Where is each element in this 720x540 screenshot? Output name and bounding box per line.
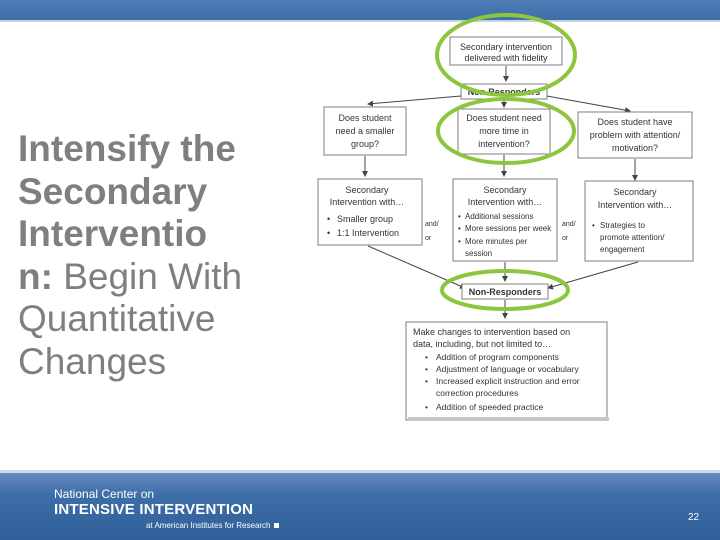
andor-1-line1: and/	[425, 221, 439, 228]
q-left-3: group?	[351, 139, 379, 149]
changes-box-shadow	[408, 417, 609, 421]
option-box-left	[317, 178, 423, 246]
opt-mid-head-2: Intervention with…	[468, 197, 543, 207]
changes-bullet-3: •	[425, 376, 428, 386]
andor-2-line1: and/	[562, 221, 576, 228]
opt-left-head-2: Intervention with…	[330, 197, 405, 207]
andor-2-line2: or	[562, 235, 569, 242]
footer-org-line2: INTENSIVE INTERVENTION	[54, 501, 254, 518]
page-number: 22	[688, 512, 700, 523]
changes-item-3: Increased explicit instruction and error	[436, 376, 580, 386]
q-right-3: motivation?	[612, 143, 658, 153]
changes-item-4: correction procedures	[436, 388, 518, 398]
fidelity-line2: delivered with fidelity	[464, 53, 548, 63]
arrow-to-right-question	[546, 95, 631, 114]
q-mid-3: intervention?	[478, 139, 530, 149]
changes-item-1: Addition of program components	[436, 352, 559, 362]
changes-head-2: data, including, but not limited to…	[413, 339, 551, 349]
question-box-mid	[457, 108, 551, 155]
changes-head-1: Make changes to intervention based on	[413, 327, 570, 337]
opt-mid-bullet-2: •	[458, 224, 461, 233]
highlight-ring-fidelity	[435, 13, 577, 97]
opt-right-bullet-1: •	[592, 221, 595, 230]
footer-bar	[0, 470, 720, 540]
opt-right-item-2: promote attention/	[600, 233, 665, 242]
andor-1-line2: or	[425, 235, 432, 242]
non-responders-label-2: Non-Responders	[469, 287, 542, 297]
question-box-right	[577, 111, 693, 159]
q-left-2: need a smaller	[335, 126, 394, 136]
opt-mid-item-4: session	[465, 249, 492, 258]
header-divider	[0, 20, 720, 22]
opt-mid-bullet-3: •	[458, 237, 461, 246]
changes-item-5: Addition of speeded practice	[436, 402, 544, 412]
slide-title-regular: Begin With Quantitative Changes	[18, 255, 243, 382]
opt-left-bullet-1: •	[327, 214, 330, 224]
q-right-2: problem with attention/	[590, 130, 681, 140]
question-box-left	[323, 106, 407, 156]
arrow-to-left-question	[367, 95, 462, 107]
header-bar	[0, 0, 720, 20]
opt-left-head-1: Secondary	[345, 185, 389, 195]
opt-mid-bullet-1: •	[458, 212, 461, 221]
changes-box	[405, 321, 608, 421]
highlight-ring-more-time	[436, 97, 576, 165]
opt-left-item-1: Smaller group	[337, 214, 393, 224]
opt-right-head-1: Secondary	[613, 187, 657, 197]
highlight-ring-non-responders	[440, 269, 570, 311]
changes-bullet-1: •	[425, 352, 428, 362]
option-box-mid	[452, 178, 558, 262]
opt-mid-head-1: Secondary	[483, 185, 527, 195]
opt-mid-item-3: More minutes per	[465, 237, 528, 246]
option-box-right	[584, 180, 694, 262]
opt-mid-item-1: Additional sessions	[465, 212, 533, 221]
square-icon	[273, 523, 279, 528]
slide-title: Intensify the Secondary Interventio n: B…	[18, 128, 248, 383]
changes-bullet-2: •	[425, 364, 428, 374]
changes-item-2: Adjustment of language or vocabulary	[436, 364, 579, 374]
q-right-1: Does student have	[597, 117, 672, 127]
opt-right-item-3: engagement	[600, 245, 645, 254]
opt-mid-item-2: More sessions per week	[465, 224, 552, 233]
footer-org-line3: at American Institutes for Research	[146, 521, 279, 530]
opt-right-item-1: Strategies to	[600, 221, 645, 230]
opt-left-item-2: 1:1 Intervention	[337, 228, 399, 238]
non-responders-label-1: Non-Responders	[468, 87, 541, 97]
fidelity-line1: Secondary intervention	[460, 42, 552, 52]
q-mid-1: Does student need	[466, 113, 542, 123]
arrow-converge-right	[547, 261, 639, 290]
changes-bullet-5: •	[425, 402, 428, 412]
opt-left-bullet-2: •	[327, 228, 330, 238]
footer-org-line1: National Center on	[54, 487, 155, 501]
slide-title-bold: Intensify the Secondary Interventio n:	[18, 128, 236, 297]
q-mid-2: more time in	[479, 126, 529, 136]
opt-right-head-2: Intervention with…	[598, 200, 673, 210]
non-responders-box-2	[461, 283, 549, 300]
footer-org-line3-text: at American Institutes for Research	[146, 521, 271, 530]
fidelity-box	[449, 36, 563, 66]
q-left-1: Does student	[338, 113, 392, 123]
